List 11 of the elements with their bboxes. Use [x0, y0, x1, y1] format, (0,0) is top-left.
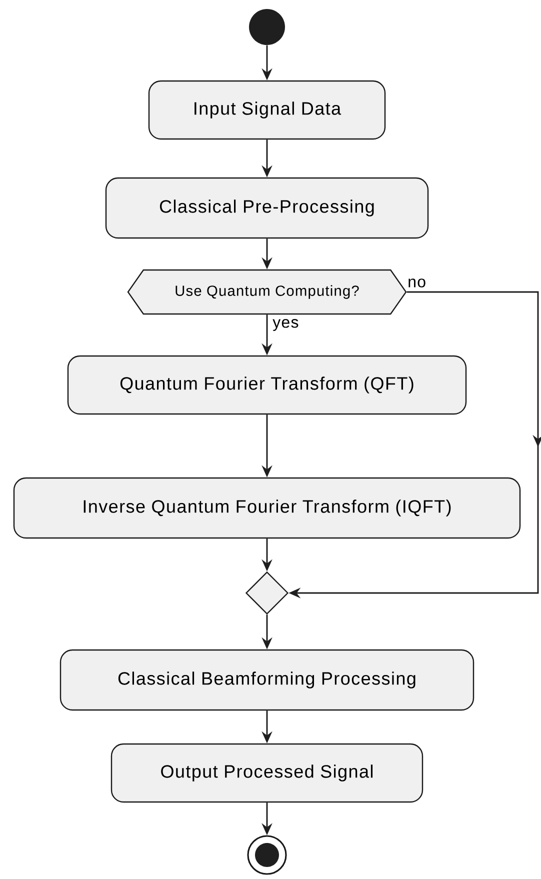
process-box: Classical Pre-Processing: [105, 177, 429, 239]
process-box: Input Signal Data: [148, 80, 386, 140]
decision-hexagon: Use Quantum Computing?: [127, 269, 407, 315]
process-box: Inverse Quantum Fourier Transform (IQFT): [13, 477, 521, 539]
edge-label: no: [406, 277, 428, 289]
process-box: Output Processed Signal: [110, 743, 424, 803]
end-node: [247, 835, 287, 875]
process-box: Quantum Fourier Transform (QFT): [67, 355, 467, 415]
process-box: Classical Beamforming Processing: [60, 649, 474, 711]
edge-label: yes: [271, 318, 300, 332]
start-node: [249, 9, 285, 45]
